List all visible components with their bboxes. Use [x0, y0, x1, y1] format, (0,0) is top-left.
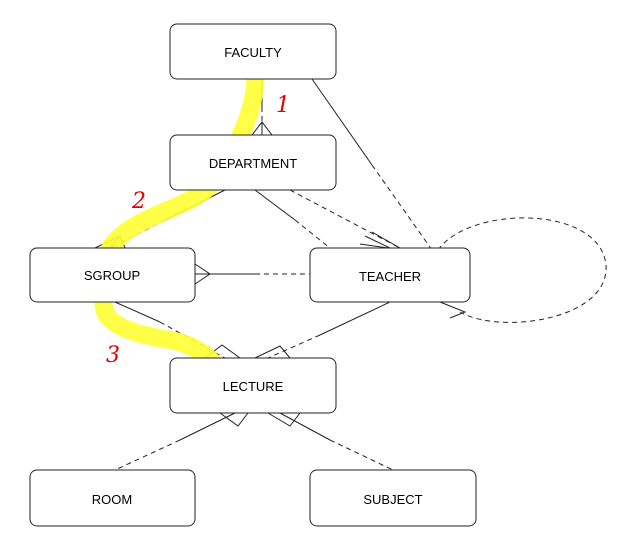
entity-label: SGROUP [84, 268, 140, 283]
entity-room: ROOM [29, 469, 196, 527]
entity-sgroup: SGROUP [29, 247, 196, 303]
annotation-2: 2 [131, 189, 146, 214]
rel-teacher-lecture-solid [319, 301, 391, 336]
crow-foot-teacher-top [359, 231, 401, 249]
crow-foot-lecture-right [254, 345, 291, 359]
entity-teacher: TEACHER [309, 247, 471, 303]
annotation-3: 3 [106, 343, 120, 368]
entity-label: SUBJECT [363, 492, 422, 507]
entity-label: LECTURE [223, 379, 284, 394]
rel-faculty-teacher-solid [311, 78, 373, 166]
entity-lecture: LECTURE [169, 357, 337, 414]
entity-label: ROOM [92, 492, 132, 507]
annotation-1: 1 [276, 93, 290, 118]
entity-faculty: FACULTY [169, 23, 337, 80]
rel-teacher-self [437, 217, 607, 323]
crow-foot-department [251, 121, 273, 136]
rel-lecture-room-solid [179, 412, 236, 441]
crow-foot-lecture-bottom-left [219, 412, 249, 427]
rel-lecture-room-dashed [114, 439, 181, 471]
rel-department-teacher-2 [289, 189, 401, 249]
rel-lecture-subject-solid [279, 412, 331, 441]
rel-department-teacher-dashed [294, 219, 331, 249]
entity-subject: SUBJECT [309, 469, 477, 527]
rel-lecture-subject-dashed [329, 439, 394, 471]
entity-label: TEACHER [359, 269, 421, 284]
crow-foot-sgroup-right [194, 263, 211, 285]
rel-department-teacher-solid [254, 189, 296, 221]
entity-department: DEPARTMENT [169, 134, 337, 191]
crow-foot-teacher-self [439, 301, 467, 319]
highlighter-stroke [92, 59, 265, 387]
entity-label: DEPARTMENT [209, 156, 297, 171]
rel-sgroup-lecture-solid [114, 301, 161, 323]
entity-label: FACULTY [224, 45, 282, 60]
rel-teacher-lecture-dashed [267, 334, 321, 359]
crow-foot-lecture-bottom-right [267, 412, 301, 427]
